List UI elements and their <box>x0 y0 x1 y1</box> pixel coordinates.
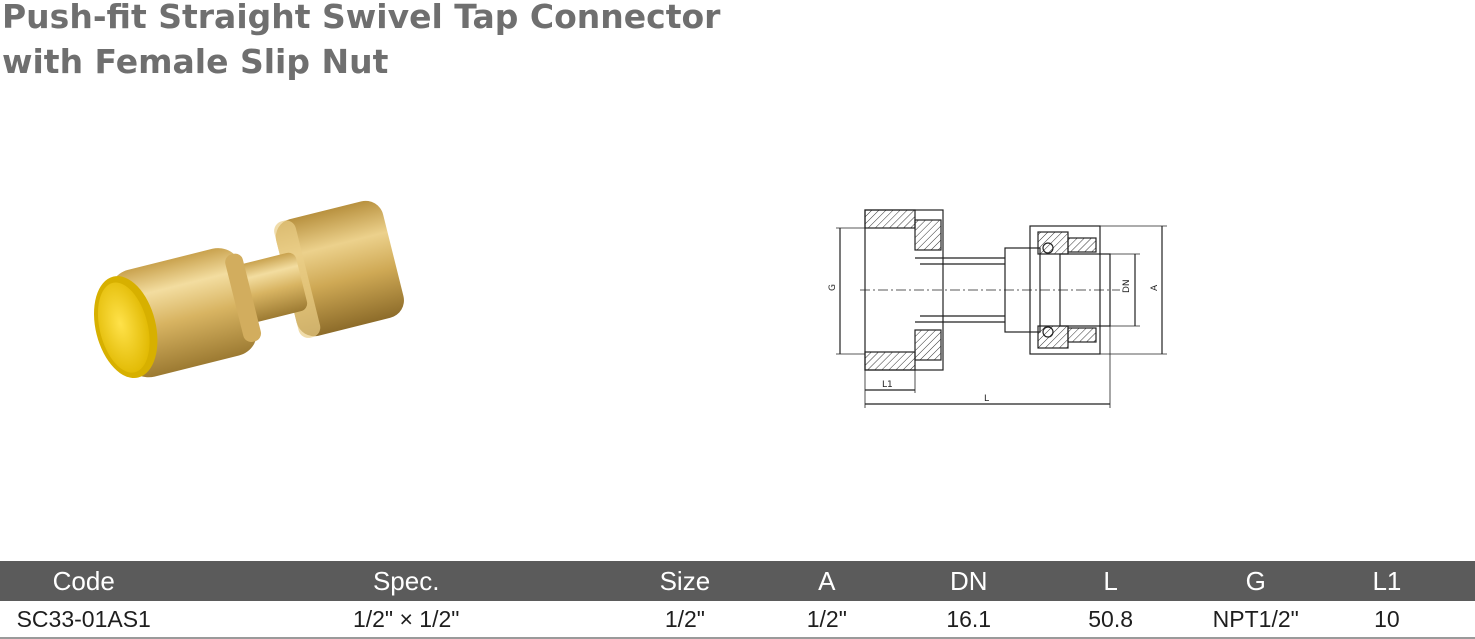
header-code: Code <box>0 561 168 601</box>
header-dn: DN <box>928 561 1009 601</box>
title-line-1: Push-fit Straight Swivel Tap Connector <box>2 0 721 36</box>
header-l1: L1 <box>1298 561 1475 601</box>
cell-a: 1/2" <box>724 601 929 639</box>
header-g: G <box>1212 561 1299 601</box>
cell-l1: 10 <box>1298 601 1475 639</box>
label-dn: DN <box>1122 279 1132 293</box>
header-a: A <box>724 561 929 601</box>
header-spec: Spec. <box>167 561 645 601</box>
label-l: L <box>984 394 989 404</box>
title-line-2: with Female Slip Nut <box>2 42 389 81</box>
cell-l: 50.8 <box>1008 601 1213 639</box>
page-title: Push-fit Straight Swivel Tap Connector w… <box>2 0 720 84</box>
label-l1: L1 <box>882 380 893 390</box>
label-a: A <box>1150 284 1160 291</box>
table-header-row: Code Spec. Size A DN L G L1 <box>0 561 1475 601</box>
header-l: L <box>1008 561 1213 601</box>
cell-g: NPT1/2" <box>1212 601 1299 639</box>
label-g: G <box>828 284 838 291</box>
cell-code: SC33-01AS1 <box>0 601 168 639</box>
technical-drawing: G DN A L1 L <box>828 209 1167 408</box>
spec-table: Code Spec. Size A DN L G L1 SC33-01AS1 1… <box>0 561 1475 639</box>
cell-dn: 16.1 <box>928 601 1009 639</box>
cell-size: 1/2" <box>644 601 725 639</box>
table-row: SC33-01AS1 1/2" × 1/2" 1/2" 1/2" 16.1 50… <box>0 601 1475 639</box>
header-size: Size <box>644 561 725 601</box>
cell-spec: 1/2" × 1/2" <box>167 601 645 639</box>
product-photo <box>94 200 404 379</box>
